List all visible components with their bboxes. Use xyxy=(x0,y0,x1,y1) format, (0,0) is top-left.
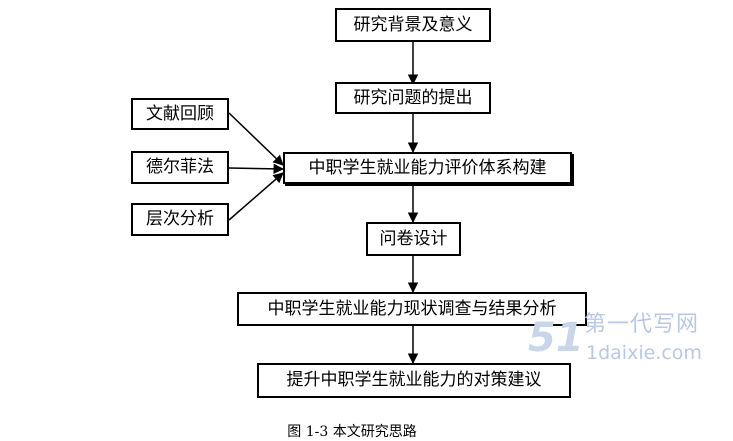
arrow-ahp-to-system xyxy=(228,172,284,221)
arrow-delphi-to-system xyxy=(228,163,285,175)
node-countermeasures: 提升中职学生就业能力的对策建议 xyxy=(257,363,571,398)
figure-caption: 图 1-3 本文研究思路 xyxy=(287,424,417,440)
node-questionnaire-design: 问卷设计 xyxy=(366,222,461,256)
node-literature-review: 文献回顾 xyxy=(131,98,229,130)
arrow-literature-to-system xyxy=(228,112,284,166)
node-delphi-method: 德尔菲法 xyxy=(131,151,229,184)
node-evaluation-system: 中职学生就业能力评价体系构建 xyxy=(283,152,572,184)
node-survey-analysis: 中职学生就业能力现状调查与结果分析 xyxy=(237,292,587,326)
node-research-background: 研究背景及意义 xyxy=(335,8,491,42)
node-ahp: 层次分析 xyxy=(131,203,229,236)
node-research-problem: 研究问题的提出 xyxy=(335,82,491,114)
